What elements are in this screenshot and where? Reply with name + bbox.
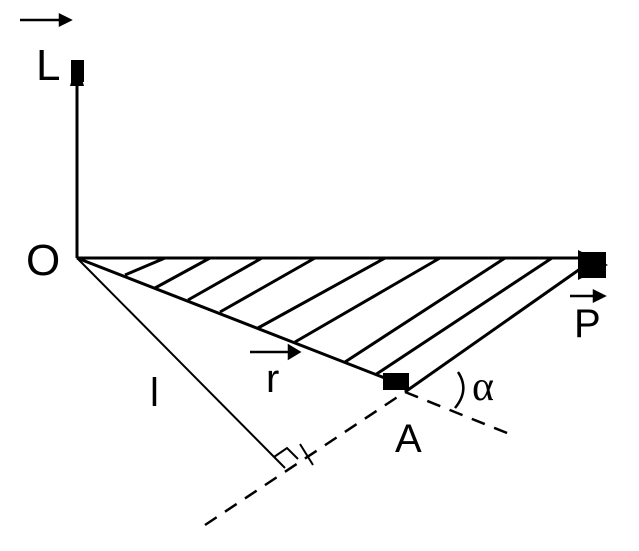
r-vector-tip-block: [383, 373, 409, 390]
hatch-line: [187, 256, 263, 302]
angle-alpha-arc: [454, 371, 465, 409]
p-label-arrow-head: [592, 288, 607, 304]
right-angle-marker: [273, 446, 299, 460]
label-r: r: [266, 357, 279, 401]
r-label-arrow-head: [287, 343, 302, 361]
label-alpha: α: [472, 364, 494, 410]
triangle-side-ap: [404, 260, 591, 394]
hatch-line: [344, 256, 506, 364]
label-p: P: [574, 302, 601, 346]
hatch-line: [294, 256, 441, 344]
l-vector-tip-block: [71, 60, 84, 82]
hatched-region: [124, 256, 553, 377]
lever-arm-line: [76, 257, 286, 469]
p-vector-tip-block: [578, 252, 606, 278]
r-vector-line: [76, 256, 396, 384]
hatch-line: [219, 256, 316, 314]
label-o: O: [26, 236, 60, 285]
l-label-arrow-head: [58, 12, 73, 28]
vector-label-arrows: [20, 12, 607, 361]
hatch-line: [374, 256, 553, 377]
label-l-arm: l: [150, 371, 159, 415]
line-of-action-dashed: [204, 390, 406, 527]
right-angle-tick: [299, 443, 314, 466]
hatch-line: [257, 256, 386, 330]
hatch-line: [124, 256, 166, 277]
label-l: L: [36, 41, 60, 90]
extension-dashed: [404, 390, 513, 437]
hatch-line: [154, 256, 211, 290]
label-a: A: [395, 417, 422, 461]
